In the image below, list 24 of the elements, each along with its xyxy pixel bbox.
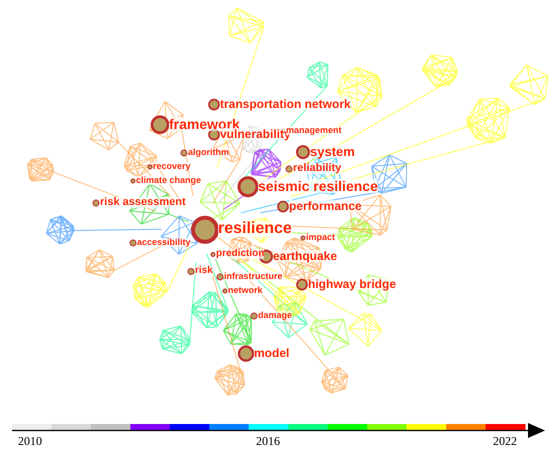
keyword-label: resilience — [218, 221, 292, 237]
keyword-label: seismic resilience — [258, 179, 378, 193]
keyword-label: highway bridge — [308, 278, 396, 290]
year-label: 2010 — [18, 435, 42, 447]
keyword-label: accessibility — [137, 238, 191, 247]
keyword-label: network — [228, 286, 263, 295]
keyword-label: impact — [306, 233, 336, 242]
keyword-label: recovery — [153, 162, 191, 171]
keyword-label: earthquake — [273, 250, 338, 262]
keyword-label: prediction — [216, 249, 264, 259]
keyword-label: reliability — [293, 163, 342, 174]
keyword-label: system — [310, 145, 355, 158]
keyword-label: performance — [289, 200, 362, 212]
year-label: 2016 — [256, 435, 280, 447]
keyword-label: infrastructure — [224, 272, 283, 281]
keyword-label: algorithm — [188, 148, 230, 157]
keyword-label: damage — [258, 311, 292, 320]
keyword-label: risk assessment — [100, 197, 186, 208]
keyword-label: model — [254, 347, 290, 359]
keyword-label: climate change — [136, 176, 202, 185]
keyword-label: transportation network — [220, 98, 351, 110]
keyword-label: risk — [195, 266, 213, 276]
keyword-label: framework — [169, 117, 240, 131]
year-label: 2022 — [493, 435, 517, 447]
